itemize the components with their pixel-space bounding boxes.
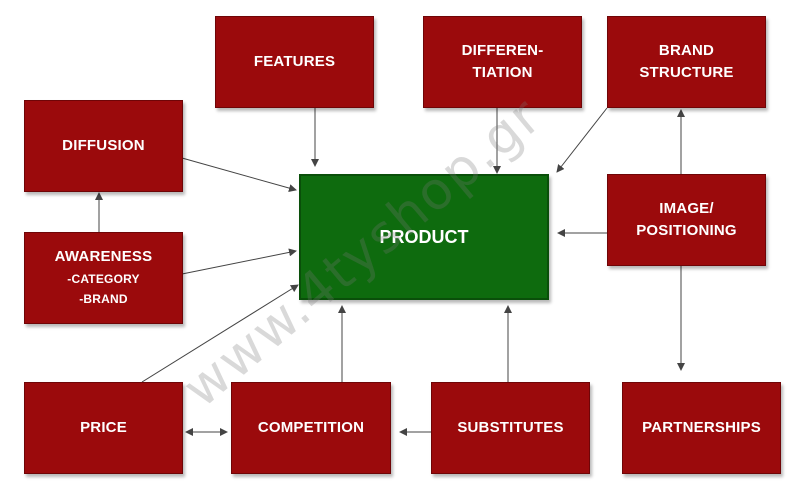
- brand-structure-label-line1: BRAND: [658, 41, 715, 59]
- partnerships-label: PARTNERSHIPS: [642, 418, 761, 436]
- product-node: PRODUCT: [299, 174, 549, 300]
- awareness-node: AWARENESS -CATEGORY -BRAND: [24, 232, 183, 324]
- diffusion-node: DIFFUSION: [24, 100, 183, 192]
- awareness-brand-label: -BRAND: [79, 292, 128, 307]
- features-node: FEATURES: [215, 16, 374, 108]
- differentiation-label-line1: DIFFEREN-: [461, 41, 544, 59]
- awareness-label: AWARENESS: [54, 248, 153, 266]
- image-positioning-node: IMAGE/ POSITIONING: [607, 174, 766, 266]
- product-label: PRODUCT: [379, 226, 469, 247]
- partnerships-node: PARTNERSHIPS: [622, 382, 781, 474]
- differentiation-label-line2: TIATION: [472, 64, 533, 81]
- substitutes-node: SUBSTITUTES: [431, 382, 590, 474]
- competition-label: COMPETITION: [257, 418, 365, 436]
- brand-structure-label-line2: STRUCTURE: [639, 64, 734, 81]
- substitutes-label: SUBSTITUTES: [457, 418, 564, 436]
- features-label: FEATURES: [253, 52, 336, 70]
- price-node: PRICE: [24, 382, 183, 474]
- differentiation-node: DIFFEREN- TIATION: [423, 16, 582, 108]
- arrow-diffusion-to-product: [181, 157, 297, 192]
- price-label: PRICE: [80, 418, 127, 436]
- image-positioning-label-line2: POSITIONING: [636, 222, 737, 239]
- arrow-brand-structure-to-product: [556, 107, 608, 173]
- competition-node: COMPETITION: [231, 382, 391, 474]
- arrow-awareness-to-product: [181, 248, 297, 275]
- image-positioning-label-line1: IMAGE/: [659, 199, 714, 217]
- diffusion-label: DIFFUSION: [62, 136, 145, 154]
- brand-structure-node: BRAND STRUCTURE: [607, 16, 766, 108]
- awareness-category-label: -CATEGORY: [67, 271, 140, 286]
